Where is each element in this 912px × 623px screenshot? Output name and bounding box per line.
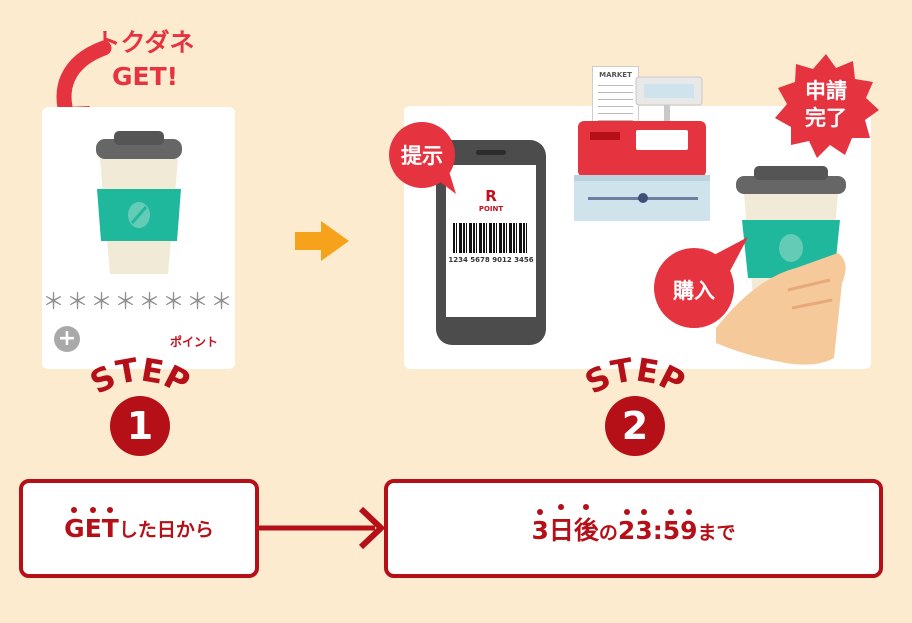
arrow-right-icon [295, 221, 349, 261]
deadline-part: 日 [549, 503, 574, 547]
deadline-part: 3 [635, 508, 653, 545]
smartphone: R POINT 1234 5678 9012 3456 [436, 140, 546, 345]
deadline-part: : [652, 515, 663, 545]
deadline-part: の [598, 521, 618, 544]
deadline-text: 3日後の23:59まで [531, 503, 736, 547]
svg-text:STEP: STEP [84, 352, 196, 402]
step-2-number: 2 [605, 396, 665, 456]
barcode [453, 223, 529, 253]
step-1-word: STEP [84, 352, 196, 402]
receipt-header: MARKET [599, 71, 632, 79]
deadline-part: 後 [574, 503, 599, 547]
rakuten-logo-text: POINT [478, 205, 504, 213]
phone-speaker [476, 150, 506, 155]
point-label: ポイント [170, 335, 219, 349]
complete-badge: 申請 完了 [805, 79, 847, 130]
svg-text:STEP: STEP [579, 352, 691, 402]
coffee-cup-icon [96, 131, 182, 274]
coupon-card[interactable]: ＊＊＊＊＊＊＊＊ + ポイント [42, 107, 235, 369]
start-text: した日から [118, 519, 214, 541]
barcode-number: 1234 5678 9012 3456 [448, 256, 534, 264]
deadline-part: 3 [531, 508, 549, 545]
deadline-part: 9 [680, 508, 698, 545]
complete-starburst [775, 54, 879, 158]
deadline-part: まで [697, 521, 736, 544]
masked-code: ＊＊＊＊＊＊＊＊ [42, 290, 235, 315]
timeline-arrow-icon [257, 506, 386, 550]
step-2-word: STEP [579, 352, 691, 402]
purchase-badge: 購入 [673, 279, 715, 303]
purchase-bubble [654, 237, 748, 328]
deadline-part: 2 [617, 508, 636, 545]
cup-in-hand-icon [716, 166, 846, 365]
present-bubble [389, 122, 456, 194]
present-badge: 提示 [401, 144, 443, 168]
add-button[interactable]: + [54, 326, 80, 352]
deadline-part: 5 [662, 508, 681, 545]
step-1-number: 1 [110, 396, 170, 456]
get-emphasis: GET [64, 507, 119, 543]
cash-register-icon [574, 76, 710, 221]
tokudane-get-label: トクダネ GET! [95, 28, 195, 91]
rakuten-logo-letter: R [485, 187, 497, 205]
timeline-end-box: 3日後の23:59まで [384, 479, 883, 578]
phone-screen: R POINT 1234 5678 9012 3456 [446, 165, 536, 317]
